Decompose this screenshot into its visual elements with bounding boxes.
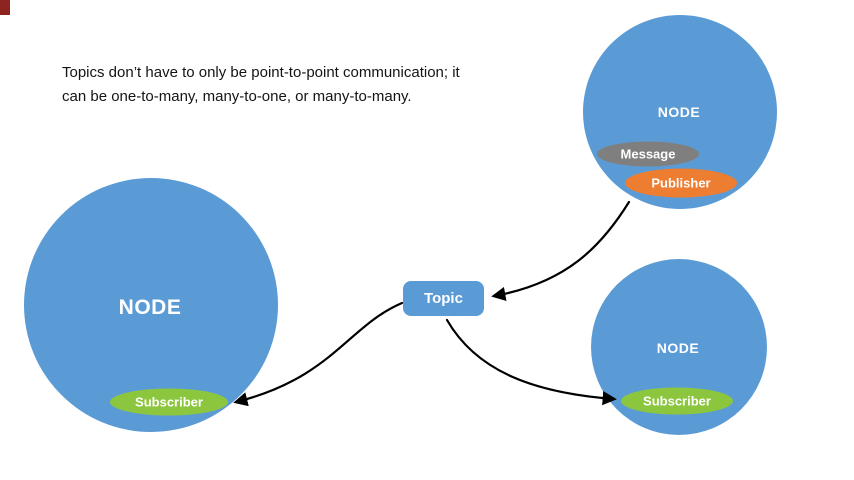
caption: Topics don’t have to only be point-to-po… <box>62 61 460 109</box>
node-label-left: NODE <box>118 296 182 319</box>
caption-line-2: can be one-to-many, many-to-one, or many… <box>62 88 412 105</box>
arrow-topic-to-bottom-right-subscriber <box>445 318 617 406</box>
subscriber-pill-bottom-right: Subscriber <box>621 387 733 415</box>
topic-box: Topic <box>403 281 484 316</box>
message-pill: Message <box>597 141 699 167</box>
node-label-top-right: NODE <box>657 104 701 120</box>
publisher-pill: Publisher <box>625 168 737 198</box>
subscriber-pill-left: Subscriber <box>110 388 228 416</box>
caption-line-1: Topics don’t have to only be point-to-po… <box>62 64 460 81</box>
corner-mark <box>0 0 10 15</box>
arrow-publisher-to-topic <box>491 200 631 301</box>
node-label-bottom-right: NODE <box>656 340 700 356</box>
